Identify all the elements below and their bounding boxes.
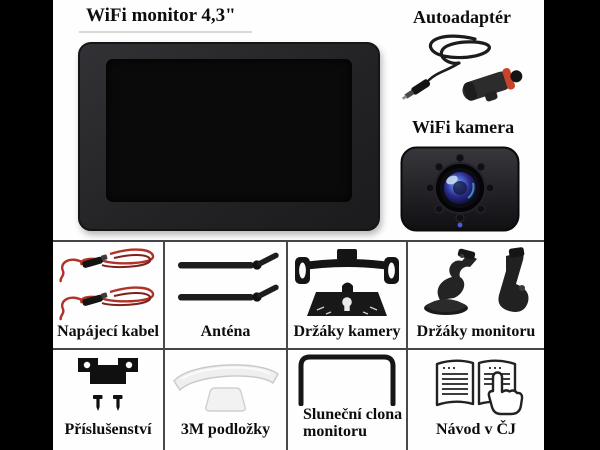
camera-title: WiFi kamera bbox=[412, 117, 515, 137]
cigarette-plug bbox=[462, 68, 523, 102]
cell-label: Návod v ČJ bbox=[435, 421, 516, 439]
cell-label: Držáky monitoru bbox=[416, 323, 536, 341]
contents-grid: Napájecí kabel bbox=[53, 242, 544, 450]
grid-cell-slunecni-clona: Sluneční clona monitoru bbox=[288, 350, 408, 450]
monitor-photo bbox=[78, 42, 380, 231]
wifi-camera-icon bbox=[400, 146, 520, 232]
manual-hand-icon bbox=[435, 359, 524, 415]
grid-cell-drzaky-monitoru: Držáky monitoru bbox=[408, 242, 544, 350]
ir-led-dots bbox=[425, 153, 495, 223]
grid-cell-navod: Návod v ČJ bbox=[408, 350, 544, 450]
bracket-mount bbox=[498, 246, 529, 312]
monitor-mounts-photo bbox=[424, 246, 529, 315]
license-plate-bracket bbox=[295, 248, 399, 284]
antenna-rod bbox=[178, 252, 279, 270]
monitor-screen bbox=[106, 59, 352, 202]
adapter-photo bbox=[399, 30, 533, 110]
adhesive-pad bbox=[205, 387, 246, 412]
left-letterbox-bar bbox=[0, 0, 53, 450]
camera-photo bbox=[400, 146, 520, 232]
grid-cell-prislusenstvi: Příslušenství bbox=[53, 350, 165, 450]
power-cable bbox=[59, 286, 155, 321]
car-adapter-icon bbox=[401, 34, 523, 102]
grid-cell-antena: Anténa bbox=[165, 242, 288, 350]
sun-visor-photo bbox=[298, 354, 396, 406]
pointing-hand-icon bbox=[487, 371, 524, 415]
cell-label: 3M podložky bbox=[180, 421, 271, 439]
mounting-bracket bbox=[78, 357, 138, 384]
right-letterbox-bar bbox=[544, 0, 600, 450]
status-led bbox=[457, 222, 463, 228]
grid-cell-3m-podlozky: 3M podložky bbox=[165, 350, 288, 450]
suction-cup-mount bbox=[424, 248, 477, 315]
adhesive-pads-photo bbox=[173, 363, 279, 412]
grid-cell-napajeci-kabel: Napájecí kabel bbox=[53, 242, 165, 350]
cell-label: Příslušenství bbox=[64, 421, 152, 439]
monitor-title: WiFi monitor 4,3" bbox=[86, 5, 236, 26]
cell-label: Sluneční clona monitoru bbox=[303, 405, 403, 441]
adapter-title: Autoadaptér bbox=[413, 7, 511, 27]
monitor-title-underline bbox=[79, 31, 252, 33]
cell-label: Držáky kamery bbox=[293, 323, 401, 341]
screws bbox=[93, 394, 123, 411]
antennas-photo bbox=[178, 252, 279, 302]
grid-cell-drzaky-kamery: Držáky kamery bbox=[288, 242, 408, 350]
power-cable bbox=[59, 248, 155, 283]
camera-base-mount bbox=[307, 282, 387, 316]
cell-label: Anténa bbox=[200, 323, 251, 341]
antenna-rod bbox=[178, 284, 279, 302]
camera-mounts-photo bbox=[295, 248, 399, 316]
grid-top-divider bbox=[53, 240, 544, 242]
cell-label: Napájecí kabel bbox=[57, 323, 159, 341]
visor-frame bbox=[298, 354, 396, 406]
bracket-screws-photo bbox=[78, 357, 138, 411]
collage-content: WiFi monitor 4,3" Autoadaptér bbox=[53, 0, 544, 450]
power-cables-photo bbox=[59, 248, 155, 321]
dc-barrel-plug bbox=[401, 79, 431, 100]
camera-lens bbox=[434, 162, 486, 214]
